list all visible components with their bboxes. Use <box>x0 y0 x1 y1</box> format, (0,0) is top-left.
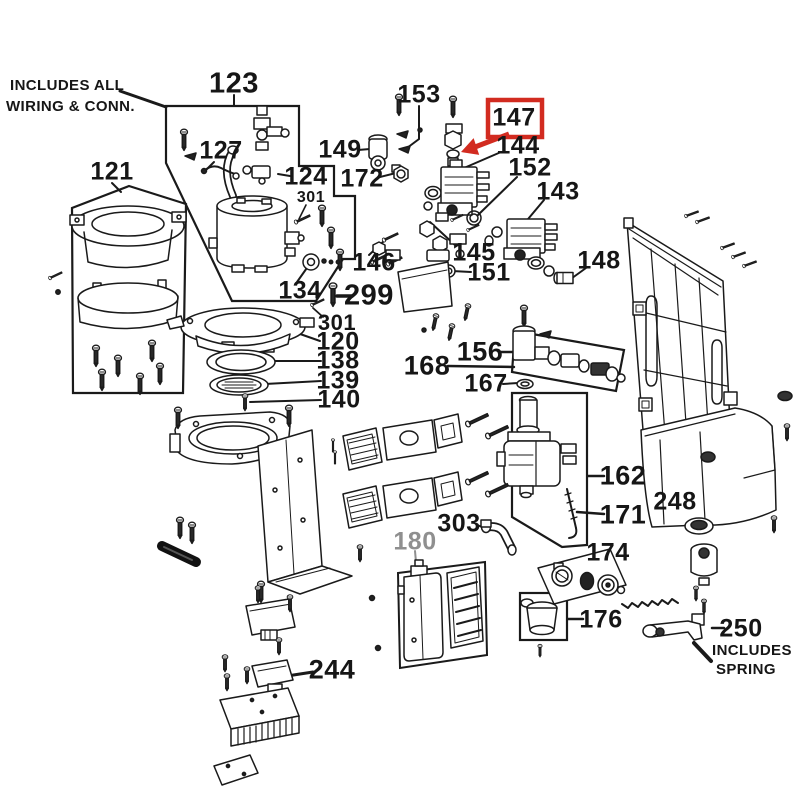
note-wiring-line2: WIRING & CONN. <box>6 98 135 115</box>
group-head-assembly <box>166 307 315 412</box>
part-label-301b: 301 <box>317 310 357 335</box>
part-label-145: 145 <box>452 238 496 267</box>
steam-valve-assembly <box>512 304 626 390</box>
part-label-153: 153 <box>397 80 441 109</box>
part-label-248: 248 <box>653 487 697 516</box>
part-label-172: 172 <box>340 164 384 193</box>
highlight-arrow-head <box>461 138 480 155</box>
mount-bracket-rows <box>330 411 510 529</box>
funnel-176 <box>520 598 558 658</box>
part-label-299: 299 <box>344 279 394 312</box>
part-label-168: 168 <box>403 350 451 381</box>
highlight-147 <box>461 97 545 155</box>
part-label-303: 303 <box>437 509 481 538</box>
part-label-162: 162 <box>599 460 647 491</box>
note-spring-line2: SPRING <box>716 661 776 678</box>
solenoid-valve-143 <box>484 218 574 285</box>
part-label-144: 144 <box>496 131 540 160</box>
part-label-148: 148 <box>577 246 621 275</box>
part-label-176: 176 <box>579 605 623 634</box>
valve-cluster-top <box>368 93 490 226</box>
part-label-140: 140 <box>317 385 361 414</box>
box-176 <box>518 591 569 642</box>
part-label-134: 134 <box>278 276 322 305</box>
part-label-120: 120 <box>316 327 360 356</box>
part-label-149: 149 <box>318 135 362 164</box>
boiler-assembly <box>179 105 404 308</box>
elbow-fitting-303 <box>480 519 517 556</box>
note-wiring-line1: INCLUDES ALL <box>10 77 125 94</box>
leader-lines <box>111 89 726 678</box>
box-123 <box>164 104 357 303</box>
box-121 <box>70 184 188 395</box>
base-frame <box>157 404 364 604</box>
spring-and-elbow-250 <box>621 598 705 641</box>
group-outline-boxes <box>70 104 626 670</box>
part-label-152: 152 <box>508 153 552 182</box>
part-label-147: 147 <box>492 103 536 132</box>
part-label-301a: 301 <box>296 189 326 206</box>
control-module-244 <box>213 585 300 786</box>
part-label-151: 151 <box>467 258 511 287</box>
tank-assembly-180 <box>368 559 484 662</box>
part-label-146: 146 <box>352 248 396 277</box>
manifold-fittings <box>372 213 480 342</box>
part-label-121: 121 <box>90 157 134 186</box>
part-label-167: 167 <box>464 369 508 398</box>
boiler-ring-clamps <box>47 205 187 396</box>
note-spring-line1: INCLUDES <box>712 642 792 659</box>
part-label-139: 139 <box>316 366 360 395</box>
part-label-143: 143 <box>536 177 580 206</box>
highlight-arrow-shaft <box>474 131 510 150</box>
part-label-244: 244 <box>308 654 356 685</box>
part-label-124: 124 <box>284 162 328 191</box>
part-label-127: 127 <box>199 136 243 165</box>
part-label-174: 174 <box>586 538 630 567</box>
grommet-248 <box>684 517 718 615</box>
part-label-123: 123 <box>209 67 259 100</box>
pump-assembly <box>496 395 578 539</box>
box-180 <box>396 560 489 670</box>
part-label-156: 156 <box>456 336 504 367</box>
side-housing-panel <box>640 390 793 534</box>
part-label-171: 171 <box>599 499 647 530</box>
box-162 <box>510 391 589 549</box>
thermostat-board-174 <box>537 548 627 605</box>
highlight-box <box>485 97 545 140</box>
part-label-138: 138 <box>316 346 360 375</box>
part-label-250: 250 <box>719 614 763 643</box>
part-label-180: 180 <box>393 527 437 556</box>
